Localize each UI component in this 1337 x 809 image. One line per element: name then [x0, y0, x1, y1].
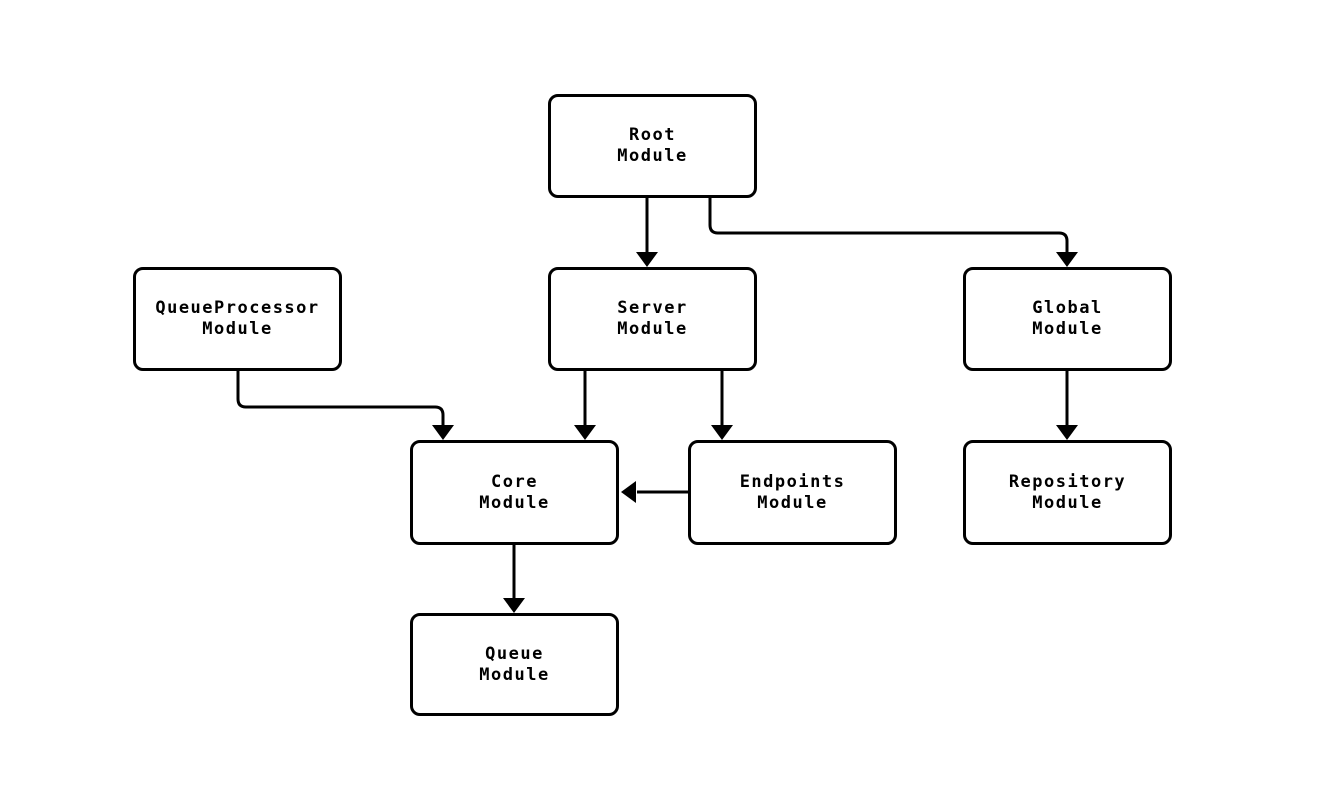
node-label-line: Module: [479, 664, 550, 685]
node-label-line: Endpoints: [739, 471, 846, 492]
node-label-line: Server: [617, 298, 688, 318]
node-repository-module: Repository Module: [963, 440, 1172, 545]
node-label-line: Module: [479, 492, 550, 513]
node-root-module-label: Root Module: [617, 125, 687, 167]
node-global-module: Global Module: [963, 267, 1172, 371]
node-label-line: Root: [629, 125, 676, 145]
node-queueprocessor-module: QueueProcessor Module: [133, 267, 342, 371]
node-label-line: QueueProcessor: [155, 298, 320, 318]
node-server-module-label: Server Module: [617, 298, 687, 340]
node-global-module-label: Global Module: [1032, 298, 1102, 340]
node-label-line: Core: [491, 471, 538, 492]
edge-core-to-queue-arrowhead-icon: [503, 598, 525, 613]
node-label-line: Module: [1032, 492, 1103, 513]
edge-server-to-core-arrowhead-icon: [574, 425, 596, 440]
node-label-line: Module: [1032, 319, 1103, 339]
node-label-line: Repository: [1008, 471, 1127, 492]
node-label-line: Module: [757, 492, 828, 513]
edge-root-to-global-arrowhead-icon: [1056, 252, 1078, 267]
node-label-line: Queue: [485, 643, 544, 664]
node-label-line: Module: [617, 319, 688, 339]
node-root-module: Root Module: [548, 94, 757, 198]
node-label-line: Module: [202, 319, 273, 339]
node-queueprocessor-module-label: QueueProcessor Module: [155, 298, 319, 340]
node-endpoints-module: Endpoints Module: [688, 440, 897, 545]
node-core-module: Core Module: [410, 440, 619, 545]
node-core-module-label: Core Module: [479, 472, 549, 514]
edge-global-to-repository-arrowhead-icon: [1056, 425, 1078, 440]
node-queue-module-label: Queue Module: [479, 644, 549, 686]
node-endpoints-module-label: Endpoints Module: [740, 472, 846, 514]
node-queue-module: Queue Module: [410, 613, 619, 716]
edge-queueprocessor-to-core: [236, 371, 445, 426]
node-server-module: Server Module: [548, 267, 757, 371]
edge-server-to-endpoints-arrowhead-icon: [711, 425, 733, 440]
edge-endpoints-to-core-arrowhead-icon: [621, 481, 636, 503]
node-label-line: Module: [617, 146, 688, 166]
node-repository-module-label: Repository Module: [1009, 472, 1126, 514]
edge-queueprocessor-to-core-arrowhead-icon: [432, 425, 454, 440]
node-label-line: Global: [1032, 298, 1103, 318]
edge-root-to-global: [708, 198, 1069, 253]
edge-root-to-server-arrowhead-icon: [636, 252, 658, 267]
